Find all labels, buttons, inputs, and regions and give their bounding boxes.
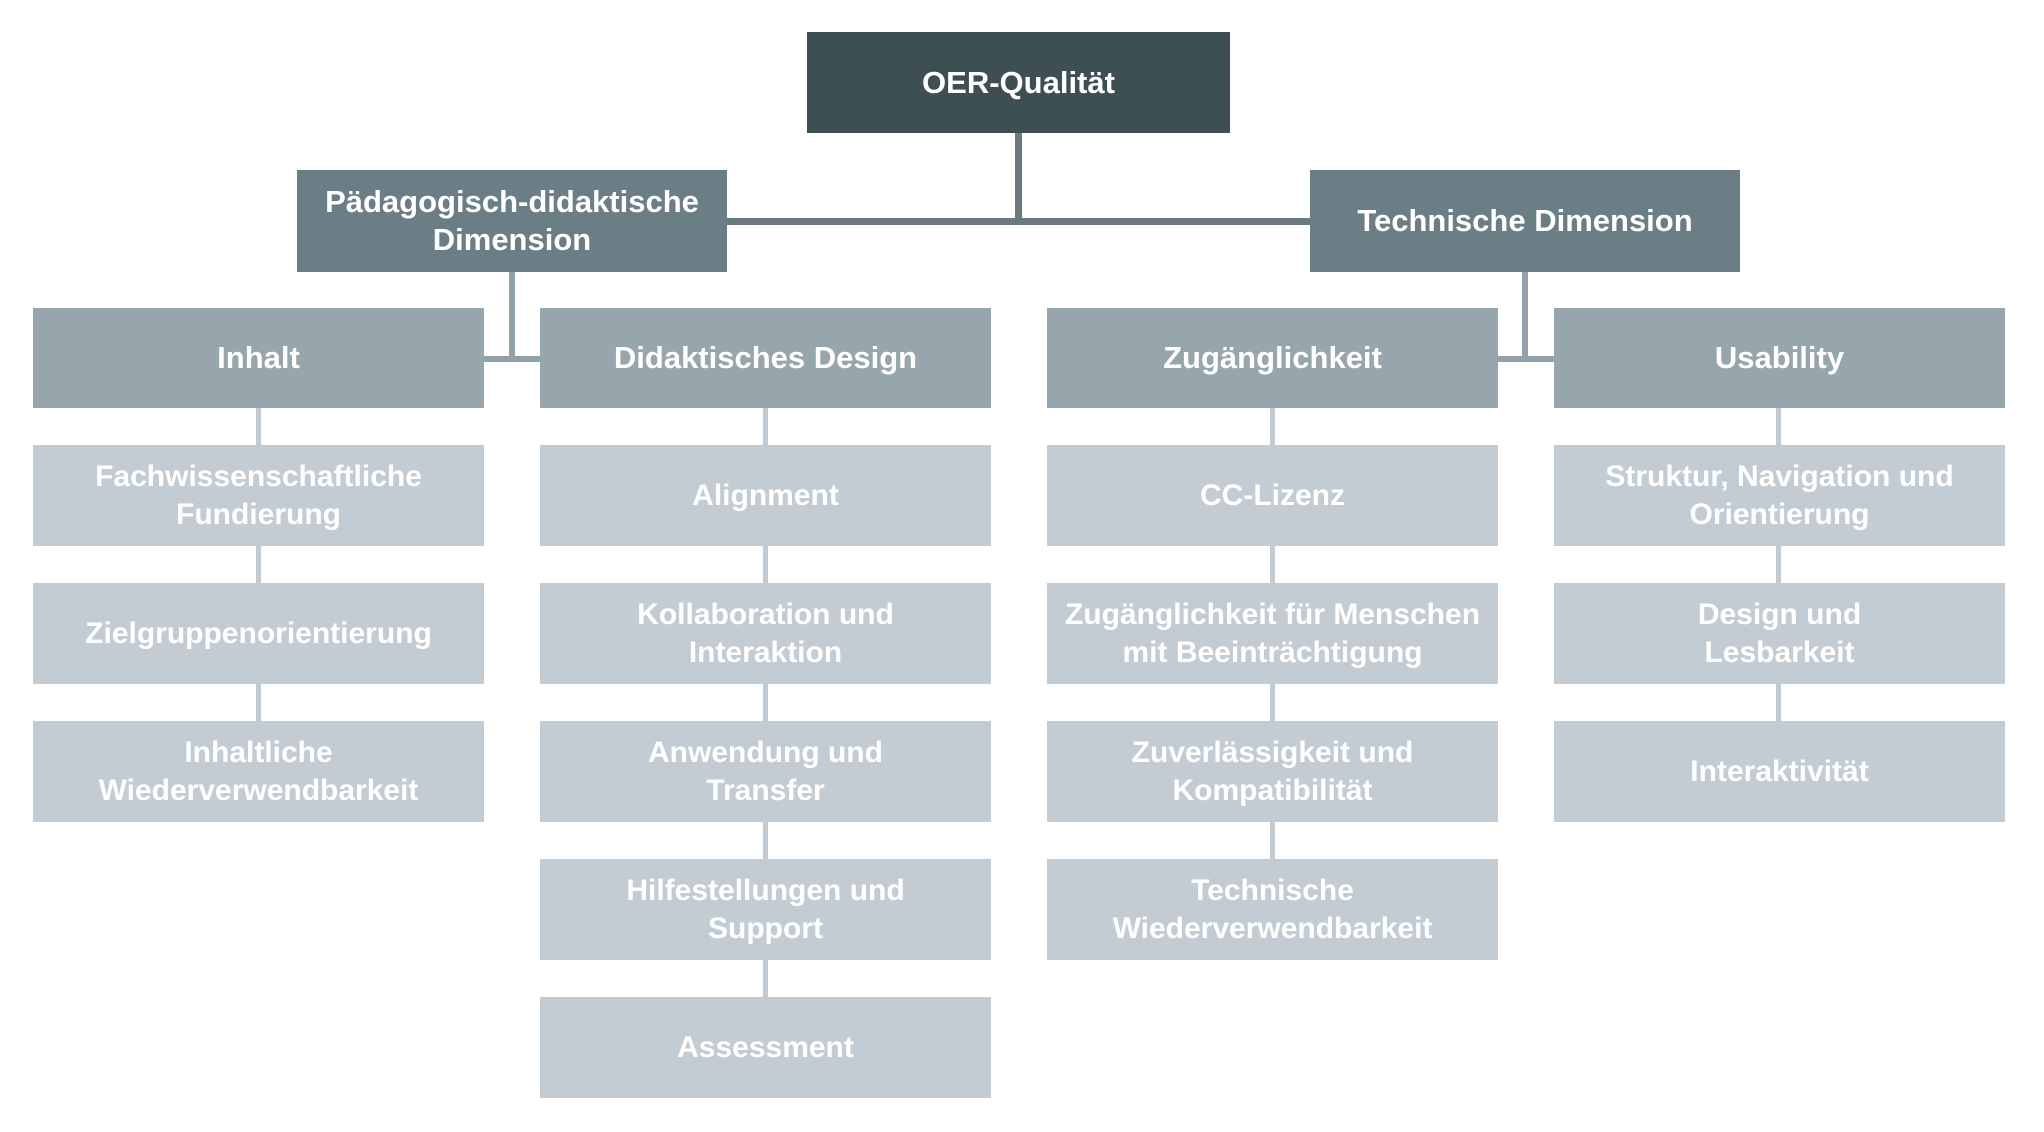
node-zuverlaessigkeit-und-kompatibilitaet: Zuverlässigkeit und Kompatibilität xyxy=(1047,721,1498,822)
node-technische-wiederverwendbarkeit: Technische Wiederverwendbarkeit xyxy=(1047,859,1498,960)
node-didaktisches-design-label: Didaktisches Design xyxy=(613,340,918,375)
connector-inhalt-2 xyxy=(256,546,261,583)
node-usability: Usability xyxy=(1554,308,2005,408)
node-alignment: Alignment xyxy=(540,445,991,546)
node-technische-wiederverwendbarkeit-label: Technische Wiederverwendbarkeit xyxy=(1112,873,1433,945)
node-usability-label: Usability xyxy=(1714,340,1845,375)
connector-didaktik-4 xyxy=(763,822,768,859)
node-zugaenglichkeit-label: Zugänglichkeit xyxy=(1163,340,1382,375)
node-zielgruppenorientierung-label: Zielgruppenorientierung xyxy=(85,616,432,650)
node-oer-qualitaet-label: OER-Qualität xyxy=(922,64,1115,100)
connector-usability-1 xyxy=(1776,408,1781,445)
node-kollaboration-und-interaktion-label: Kollaboration und Interaktion xyxy=(637,597,894,669)
connector-zugaenglichkeit-4 xyxy=(1270,822,1275,859)
node-struktur-navigation-und-orientierung: Struktur, Navigation und Orientierung xyxy=(1554,445,2005,546)
node-paedagogisch-didaktische-dimension-label: Pädagogisch-didaktische Dimension xyxy=(325,184,699,257)
connector-zugaenglichkeit-3 xyxy=(1270,684,1275,721)
node-oer-qualitaet: OER-Qualität xyxy=(807,32,1230,133)
node-hilfestellungen-und-support-label: Hilfestellungen und Support xyxy=(626,873,905,945)
connector-paedagogisch-horizontal xyxy=(484,356,540,362)
connector-didaktik-2 xyxy=(763,546,768,583)
connector-technisch-horizontal xyxy=(1498,356,1554,362)
connector-usability-2 xyxy=(1776,546,1781,583)
connector-didaktik-3 xyxy=(763,684,768,721)
node-hilfestellungen-und-support: Hilfestellungen und Support xyxy=(540,859,991,960)
node-cc-lizenz-label: CC-Lizenz xyxy=(1200,478,1345,512)
connector-inhalt-3 xyxy=(256,684,261,721)
node-cc-lizenz: CC-Lizenz xyxy=(1047,445,1498,546)
node-zugaenglichkeit: Zugänglichkeit xyxy=(1047,308,1498,408)
node-inhalt-label: Inhalt xyxy=(217,340,300,375)
connector-zugaenglichkeit-2 xyxy=(1270,546,1275,583)
node-assessment: Assessment xyxy=(540,997,991,1098)
connector-inhalt-1 xyxy=(256,408,261,445)
node-interaktivitaet-label: Interaktivität xyxy=(1690,754,1869,788)
node-design-und-lesbarkeit-label: Design und Lesbarkeit xyxy=(1697,597,1862,669)
node-fachwissenschaftliche-fundierung: Fachwissenschaftliche Fundierung xyxy=(33,445,484,546)
connector-technisch-vertical xyxy=(1522,272,1528,361)
node-zielgruppenorientierung: Zielgruppenorientierung xyxy=(33,583,484,684)
node-inhaltliche-wiederverwendbarkeit: Inhaltliche Wiederverwendbarkeit xyxy=(33,721,484,822)
node-technische-dimension-label: Technische Dimension xyxy=(1357,203,1693,238)
node-interaktivitaet: Interaktivität xyxy=(1554,721,2005,822)
node-kollaboration-und-interaktion: Kollaboration und Interaktion xyxy=(540,583,991,684)
node-technische-dimension: Technische Dimension xyxy=(1310,170,1740,272)
node-zugaenglichkeit-fuer-menschen-mit-beeintraechtigung: Zugänglichkeit für Menschen mit Beeinträ… xyxy=(1047,583,1498,684)
connector-zugaenglichkeit-1 xyxy=(1270,408,1275,445)
connector-root-horizontal xyxy=(727,218,1310,225)
node-anwendung-und-transfer: Anwendung und Transfer xyxy=(540,721,991,822)
node-anwendung-und-transfer-label: Anwendung und Transfer xyxy=(648,735,883,807)
node-zugaenglichkeit-fuer-menschen-mit-beeintraechtigung-label: Zugänglichkeit für Menschen mit Beeinträ… xyxy=(1064,597,1481,669)
node-didaktisches-design: Didaktisches Design xyxy=(540,308,991,408)
node-zuverlaessigkeit-und-kompatibilitaet-label: Zuverlässigkeit und Kompatibilität xyxy=(1131,735,1414,807)
connector-didaktik-1 xyxy=(763,408,768,445)
node-paedagogisch-didaktische-dimension: Pädagogisch-didaktische Dimension xyxy=(297,170,727,272)
node-design-und-lesbarkeit: Design und Lesbarkeit xyxy=(1554,583,2005,684)
node-fachwissenschaftliche-fundierung-label: Fachwissenschaftliche Fundierung xyxy=(95,459,422,531)
connector-root-vertical xyxy=(1015,133,1022,221)
node-struktur-navigation-und-orientierung-label: Struktur, Navigation und Orientierung xyxy=(1605,459,1954,531)
node-assessment-label: Assessment xyxy=(677,1030,854,1064)
node-alignment-label: Alignment xyxy=(692,478,839,512)
connector-paedagogisch-vertical xyxy=(509,272,515,361)
connector-usability-3 xyxy=(1776,684,1781,721)
node-inhalt: Inhalt xyxy=(33,308,484,408)
connector-didaktik-5 xyxy=(763,960,768,997)
node-inhaltliche-wiederverwendbarkeit-label: Inhaltliche Wiederverwendbarkeit xyxy=(98,735,419,807)
